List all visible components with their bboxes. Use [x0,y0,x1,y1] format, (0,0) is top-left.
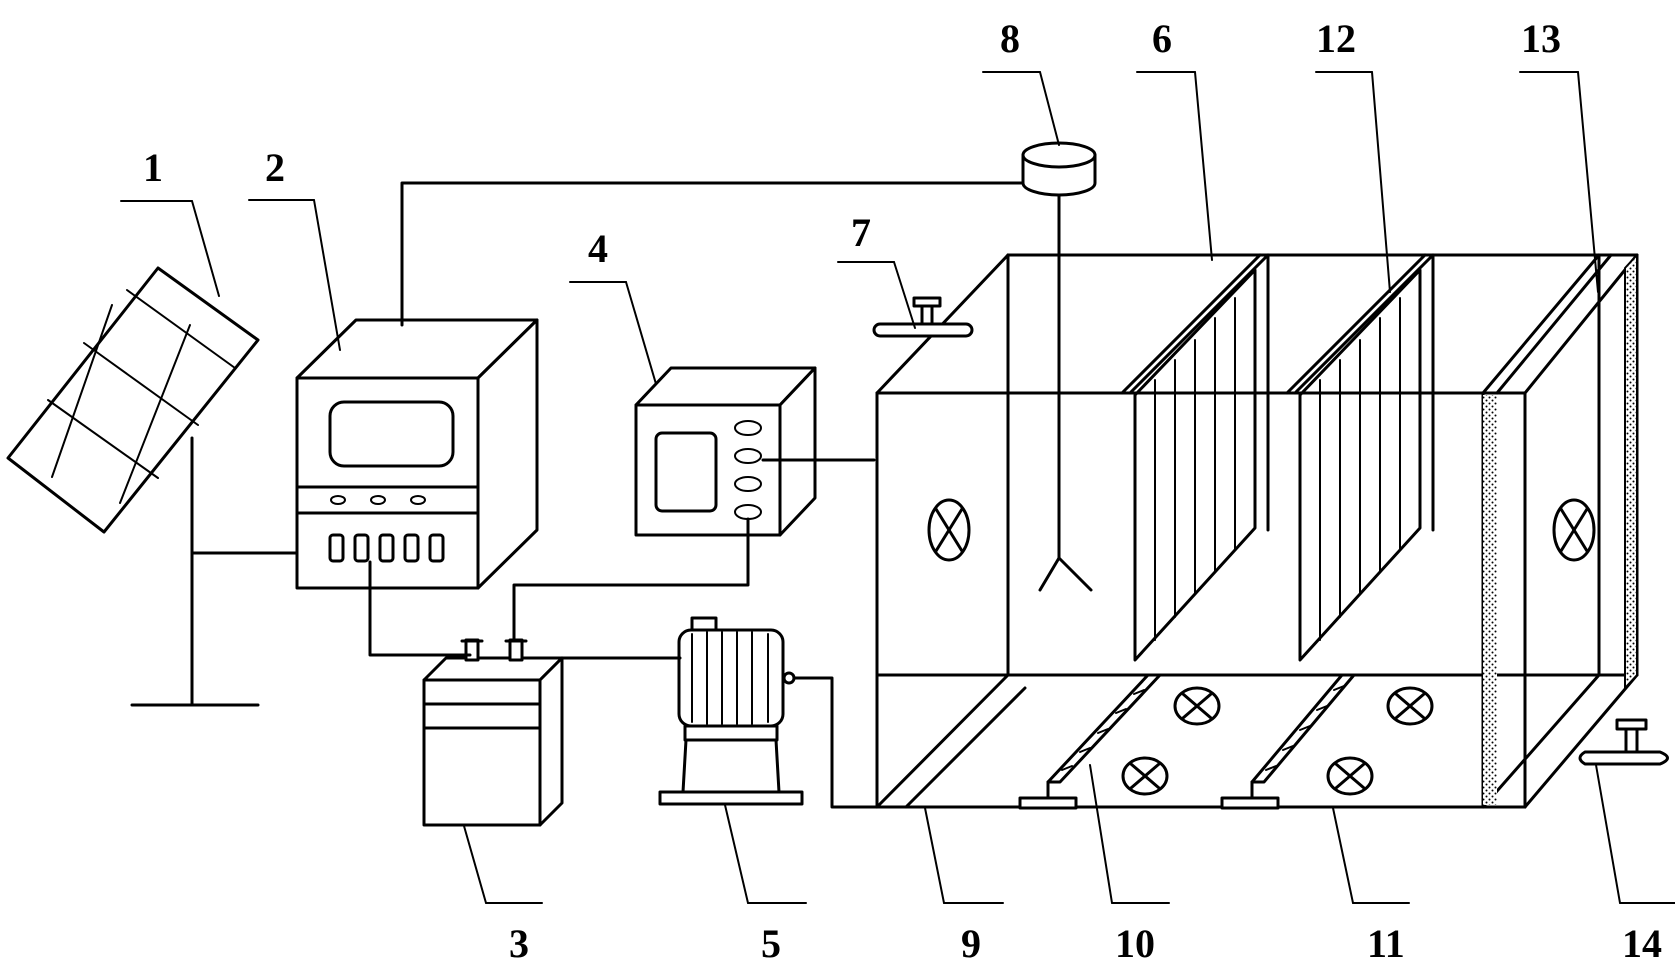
controller-unit [295,318,539,590]
motor-pump [658,616,804,806]
label-5: 5 [761,921,781,966]
label-14: 14 [1622,921,1662,966]
label-12: 12 [1316,16,1356,61]
label-11: 11 [1367,921,1405,966]
label-3: 3 [509,921,529,966]
wiring [368,181,1025,809]
monitor-unit [634,366,817,537]
leader-lines [120,71,1675,904]
valve-symbols [927,498,1596,796]
sensor-probe [1021,141,1097,592]
label-2: 2 [265,145,285,190]
battery [422,638,564,827]
label-8: 8 [1000,16,1020,61]
reaction-tank [875,253,1639,810]
label-7: 7 [851,210,871,255]
outlet-valve [1578,718,1669,766]
label-1: 1 [143,145,163,190]
label-13: 13 [1521,16,1561,61]
label-6: 6 [1152,16,1172,61]
label-9: 9 [961,921,981,966]
label-10: 10 [1115,921,1155,966]
inlet-valve [872,296,974,338]
solar-panel [6,266,332,707]
label-4: 4 [588,226,608,271]
